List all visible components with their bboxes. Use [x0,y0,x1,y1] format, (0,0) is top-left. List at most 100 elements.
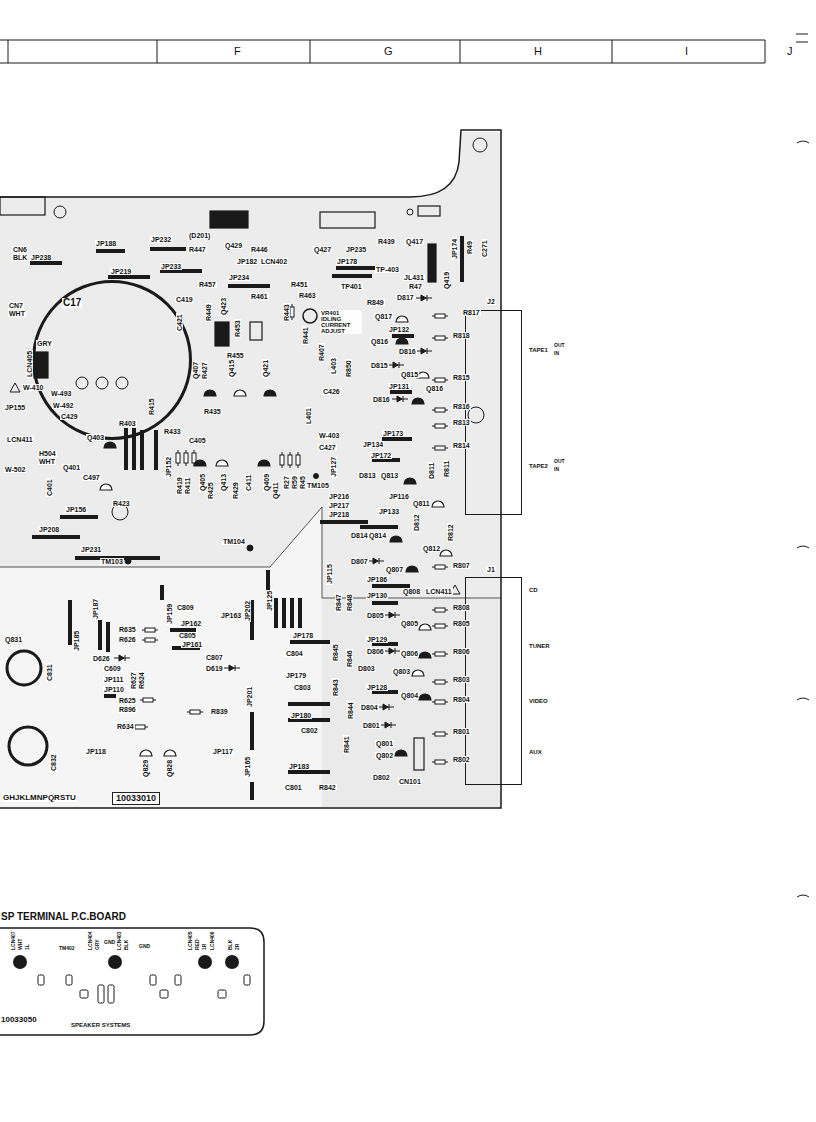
diode-body [389,648,395,654]
part-label: R449 [205,303,212,322]
part-label: R801 [452,728,471,735]
warning-triangle [10,383,20,392]
part-label: R850 [345,359,352,378]
hole-or-capacitor [76,377,88,389]
resistor-symbol [142,628,158,632]
part-label: JP111 [103,676,124,683]
part-label: Q831 [4,636,23,643]
resistor-symbol [432,732,448,736]
part-label: Q801 [375,740,394,747]
part-label: C497 [82,474,101,481]
part-label: R425 [207,481,214,500]
jumper-wire [160,585,164,600]
part-label: R811 [443,460,450,478]
part-label: JP201 [246,686,253,708]
node-text: SPEAKER SYSTEMS [70,1022,131,1028]
part-label: 1L [25,943,30,951]
part-label: JP238 [30,254,52,261]
part-label: R846 [346,649,353,668]
jumper-wire [60,515,98,519]
part-label: TM103 [100,558,124,565]
connector-box-shape [465,310,522,515]
part-label: CD [528,587,539,593]
part-label: Q401 [62,464,81,471]
part-label: R847 [335,593,342,612]
speaker-terminal [108,955,122,969]
terminal-board-outline [0,928,264,1035]
margin-mark [797,141,809,143]
part-label: JP217 [328,502,350,509]
jumper-wire [96,249,125,253]
part-label: C801 [284,784,303,791]
jumper-wire [290,640,330,644]
margin-tick [796,42,808,43]
part-label: Q815 [400,371,419,378]
resistor-body [176,453,180,463]
part-label: W-493 [50,390,72,397]
grid-letter: F [233,46,242,57]
jumper-wire [32,535,80,539]
part-label: D812 [413,513,420,532]
part-label: R896 [118,706,137,713]
part-label: R419 [176,476,183,495]
diode-symbol [114,655,130,661]
part-label: Q421 [262,359,269,378]
part-label: TM402 [58,946,76,951]
part-label: C831 [46,663,53,682]
part-label: H504 [38,450,57,457]
jumper-wire [250,712,254,750]
part-label: W-403 [318,432,340,439]
jumper-wire [460,236,464,282]
part-label: IN [553,351,560,356]
resistor-symbol [432,652,448,656]
part-label: Q817 [374,313,393,320]
node-text: J2 [486,298,496,305]
resistor-symbol [432,408,448,412]
jumper-wire [250,782,254,800]
part-label: R817 [462,309,481,316]
part-label: D811 [428,462,435,480]
node-text: C17 [62,298,82,308]
part-label: JP133 [378,508,400,515]
node-text: GHJKLMNPQRSTU [2,794,77,802]
solder-pad [98,985,104,1003]
part-label: Q429 [224,242,243,249]
part-label: TM104 [222,538,246,545]
part-label: R439 [377,238,396,245]
resistor-body [280,455,284,465]
jumper-wire [290,598,294,628]
diode-symbol [384,648,400,654]
part-label: D813 [358,472,377,479]
part-label: R806 [452,648,471,655]
part-label: R407 [318,343,325,362]
part-label: R849 [366,299,385,306]
grid-divider [8,40,9,63]
part-label: JP163 [220,612,242,619]
resistor-body [435,608,445,612]
part-label: LCN405 [26,350,33,378]
part-label: TP401 [340,283,363,290]
part-label: C832 [50,753,57,772]
capacitor-outline: C17 [32,280,192,440]
part-label: JP162 [180,620,202,627]
solder-pad [80,990,88,998]
transistor-symbol [419,694,431,700]
part-label: W-492 [52,402,74,409]
part-label: LCN411 [6,436,34,443]
transistor-symbol [440,550,452,556]
connector-box: J2 [465,310,522,515]
part-label: L403 [330,357,337,375]
jumper-wire [288,770,330,774]
part-label: R446 [250,246,269,253]
hole-or-capacitor [9,727,47,765]
jumper-wire [360,525,398,529]
part-label: JP110 [103,686,125,693]
part-label: IN [553,467,560,472]
part-label: JP231 [80,546,102,553]
hole-or-capacitor [96,377,108,389]
part-label: R634 [116,723,135,730]
resistor-symbol [280,452,284,468]
diode-symbol [388,362,404,368]
part-label: C809 [176,604,195,611]
part-label: JP117 [212,748,234,755]
